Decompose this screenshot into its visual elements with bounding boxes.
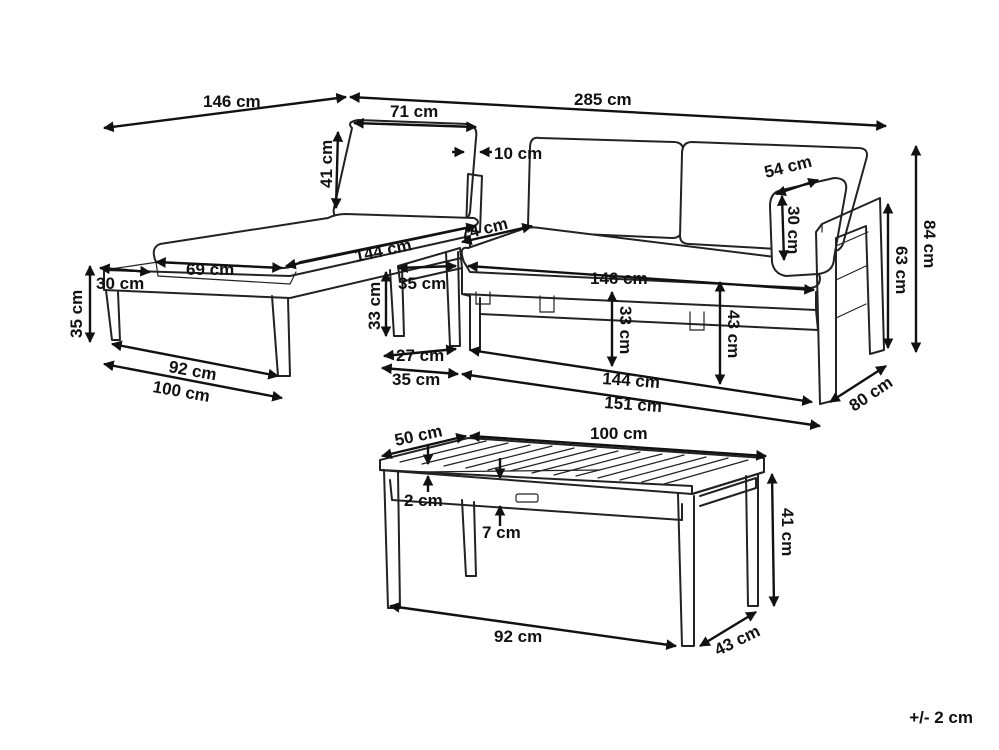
label-chaise-seat-height: 33 cm: [365, 282, 384, 330]
label-sofa-seat-height: 33 cm: [616, 306, 635, 354]
label-table-inner-depth: 43 cm: [711, 621, 763, 659]
label-chaise-side-inner: 27 cm: [396, 346, 444, 365]
chaise-leg-front-left: [105, 289, 121, 341]
chaise-leg-back-right: [389, 267, 405, 337]
sofa-back-cushion-left: [527, 136, 685, 239]
table-leg-back-right: [745, 473, 759, 607]
label-back-cushion-width: 71 cm: [390, 102, 438, 121]
label-sofa-depth: 80 cm: [846, 373, 897, 416]
label-sofa-side-height: 35 cm: [398, 274, 446, 293]
coffee-table: [379, 437, 765, 647]
label-sofa-frame-outer: 151 cm: [604, 393, 663, 416]
sofa-arm: [815, 197, 885, 405]
chaise-leg-front-right: [271, 295, 291, 377]
label-table-inner-length: 92 cm: [494, 627, 542, 646]
label-chaise-length: 146 cm: [203, 92, 261, 111]
table-slats: [399, 440, 749, 485]
tolerance-note: +/- 2 cm: [909, 708, 973, 727]
table-handle: [515, 493, 539, 503]
label-pillow-height: 30 cm: [784, 206, 803, 254]
dimension-lines: [84, 92, 922, 651]
chaise-back-cushion: [332, 119, 478, 223]
label-chaise-height: 35 cm: [67, 290, 86, 338]
label-sofa-total-height: 84 cm: [920, 220, 939, 268]
label-table-length: 100 cm: [590, 424, 648, 443]
label-chaise-cushion-thickness: 30 cm: [96, 274, 144, 293]
label-table-top-thickness: 2 cm: [404, 491, 443, 510]
label-sofa-frame-inner: 144 cm: [602, 369, 661, 392]
label-sofa-arm-height: 43 cm: [724, 310, 743, 358]
table-leg-back-left: [461, 499, 477, 577]
label-back-cushion-depth: 10 cm: [494, 144, 542, 163]
label-table-height: 41 cm: [778, 508, 797, 556]
label-chaise-cushion-width: 69 cm: [186, 260, 234, 279]
label-sofa-backrest-height: 63 cm: [892, 246, 911, 294]
label-sofa-seat-width: 146 cm: [590, 269, 648, 288]
label-total-width: 285 cm: [574, 90, 632, 109]
label-table-apron: 7 cm: [482, 523, 521, 542]
label-back-cushion-height: 41 cm: [317, 140, 336, 188]
table-leg-front-right: [677, 493, 695, 647]
chaise-module: [103, 119, 483, 377]
label-chaise-side-outer: 35 cm: [392, 370, 440, 389]
